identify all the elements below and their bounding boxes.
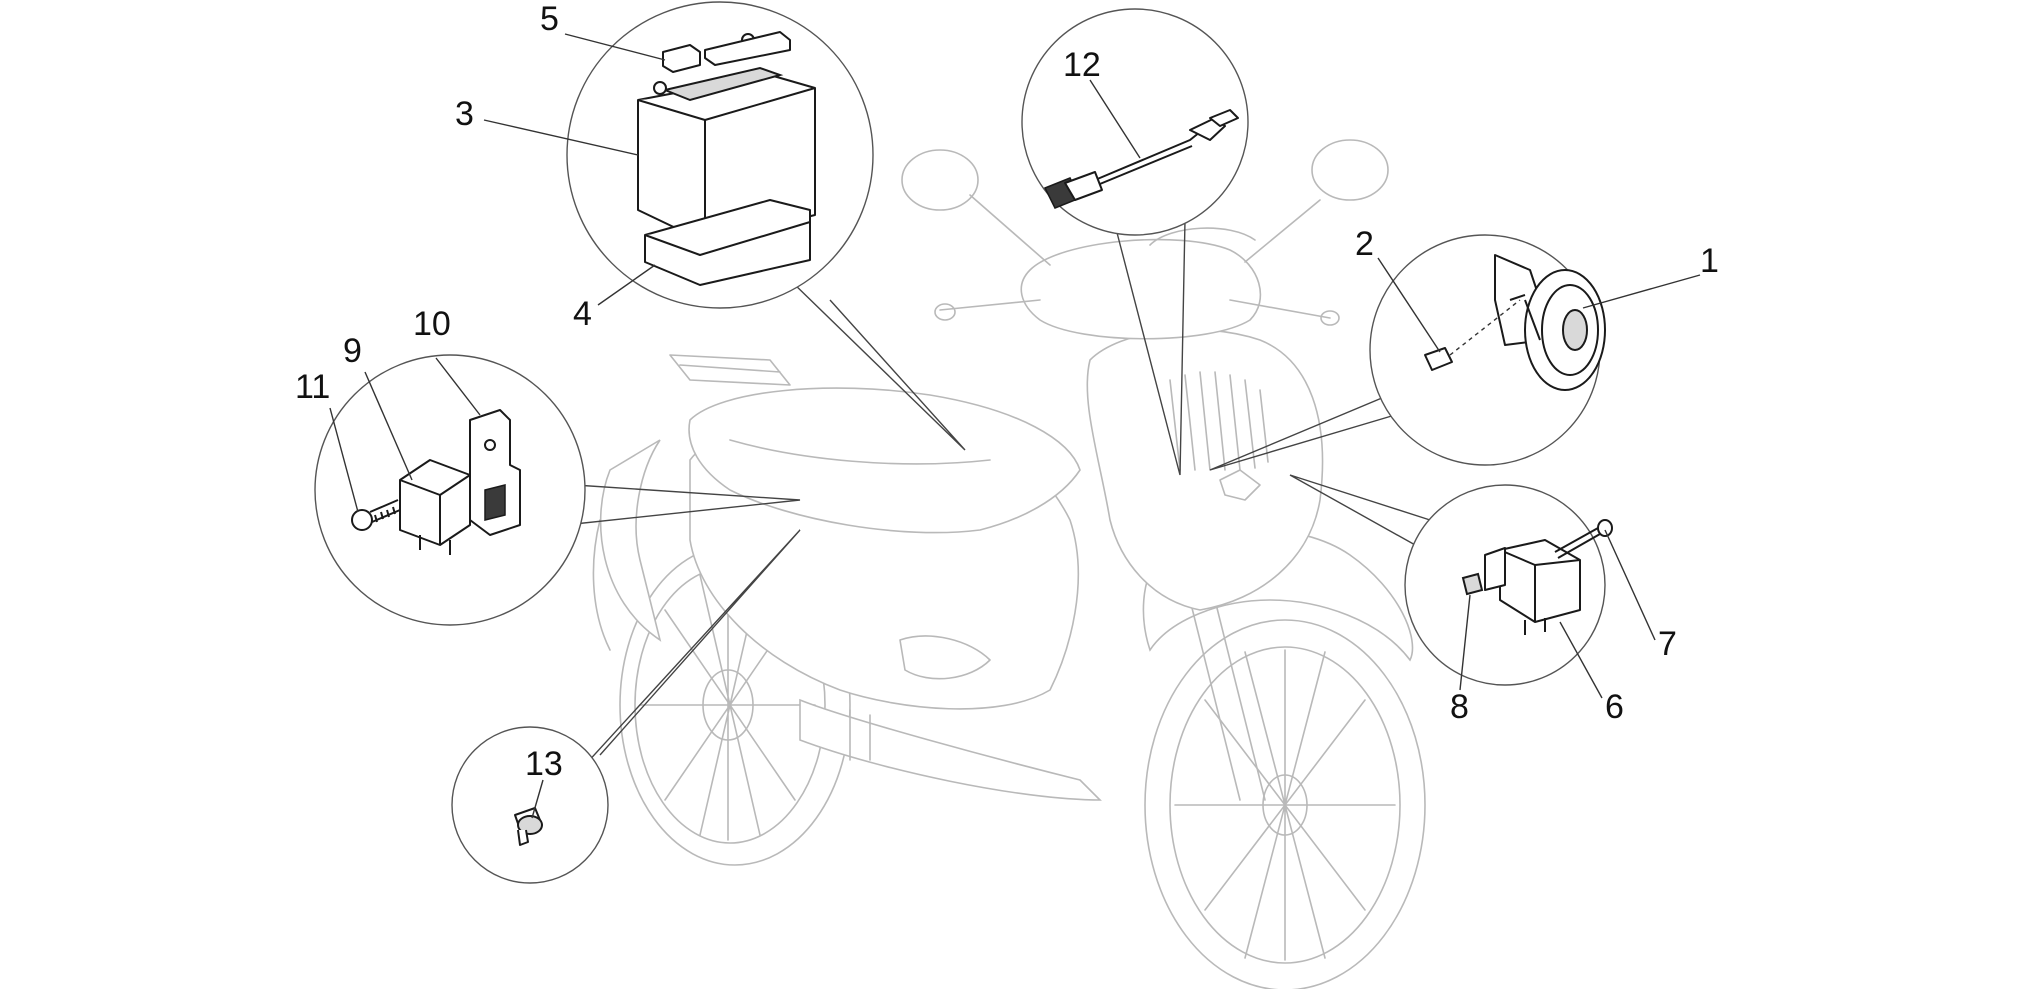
callout-numbers: 1 2 3 4 5 6 7 8 9 10 11 12 13	[295, 0, 1719, 783]
bubble-pointers	[564, 219, 1443, 766]
scooter-outline	[592, 139, 1426, 989]
callout-3: 3	[455, 95, 474, 133]
callout-10: 10	[413, 305, 451, 343]
callout-12: 12	[1063, 46, 1101, 84]
relay-screw	[1554, 519, 1613, 559]
callout-4: 4	[573, 295, 592, 333]
flasher-unit	[399, 459, 471, 555]
callout-1: 1	[1700, 242, 1719, 280]
battery-pad	[644, 199, 811, 286]
callout-2: 2	[1355, 225, 1374, 263]
callout-13: 13	[525, 745, 563, 783]
terminal-cover	[662, 31, 791, 73]
callout-7: 7	[1658, 625, 1677, 663]
callout-11: 11	[295, 368, 330, 406]
callout-6: 6	[1605, 688, 1624, 726]
callout-5: 5	[540, 0, 559, 38]
bubble-clip	[451, 726, 609, 884]
callout-8: 8	[1450, 688, 1469, 726]
cable-clip	[514, 807, 543, 846]
flasher-bracket	[469, 409, 521, 536]
relay-nut	[1461, 572, 1484, 596]
relay	[1484, 539, 1581, 635]
callout-9: 9	[343, 332, 362, 370]
sensor-cable	[1043, 109, 1239, 209]
leader-lines	[329, 33, 1701, 819]
flasher-screw	[351, 499, 401, 531]
